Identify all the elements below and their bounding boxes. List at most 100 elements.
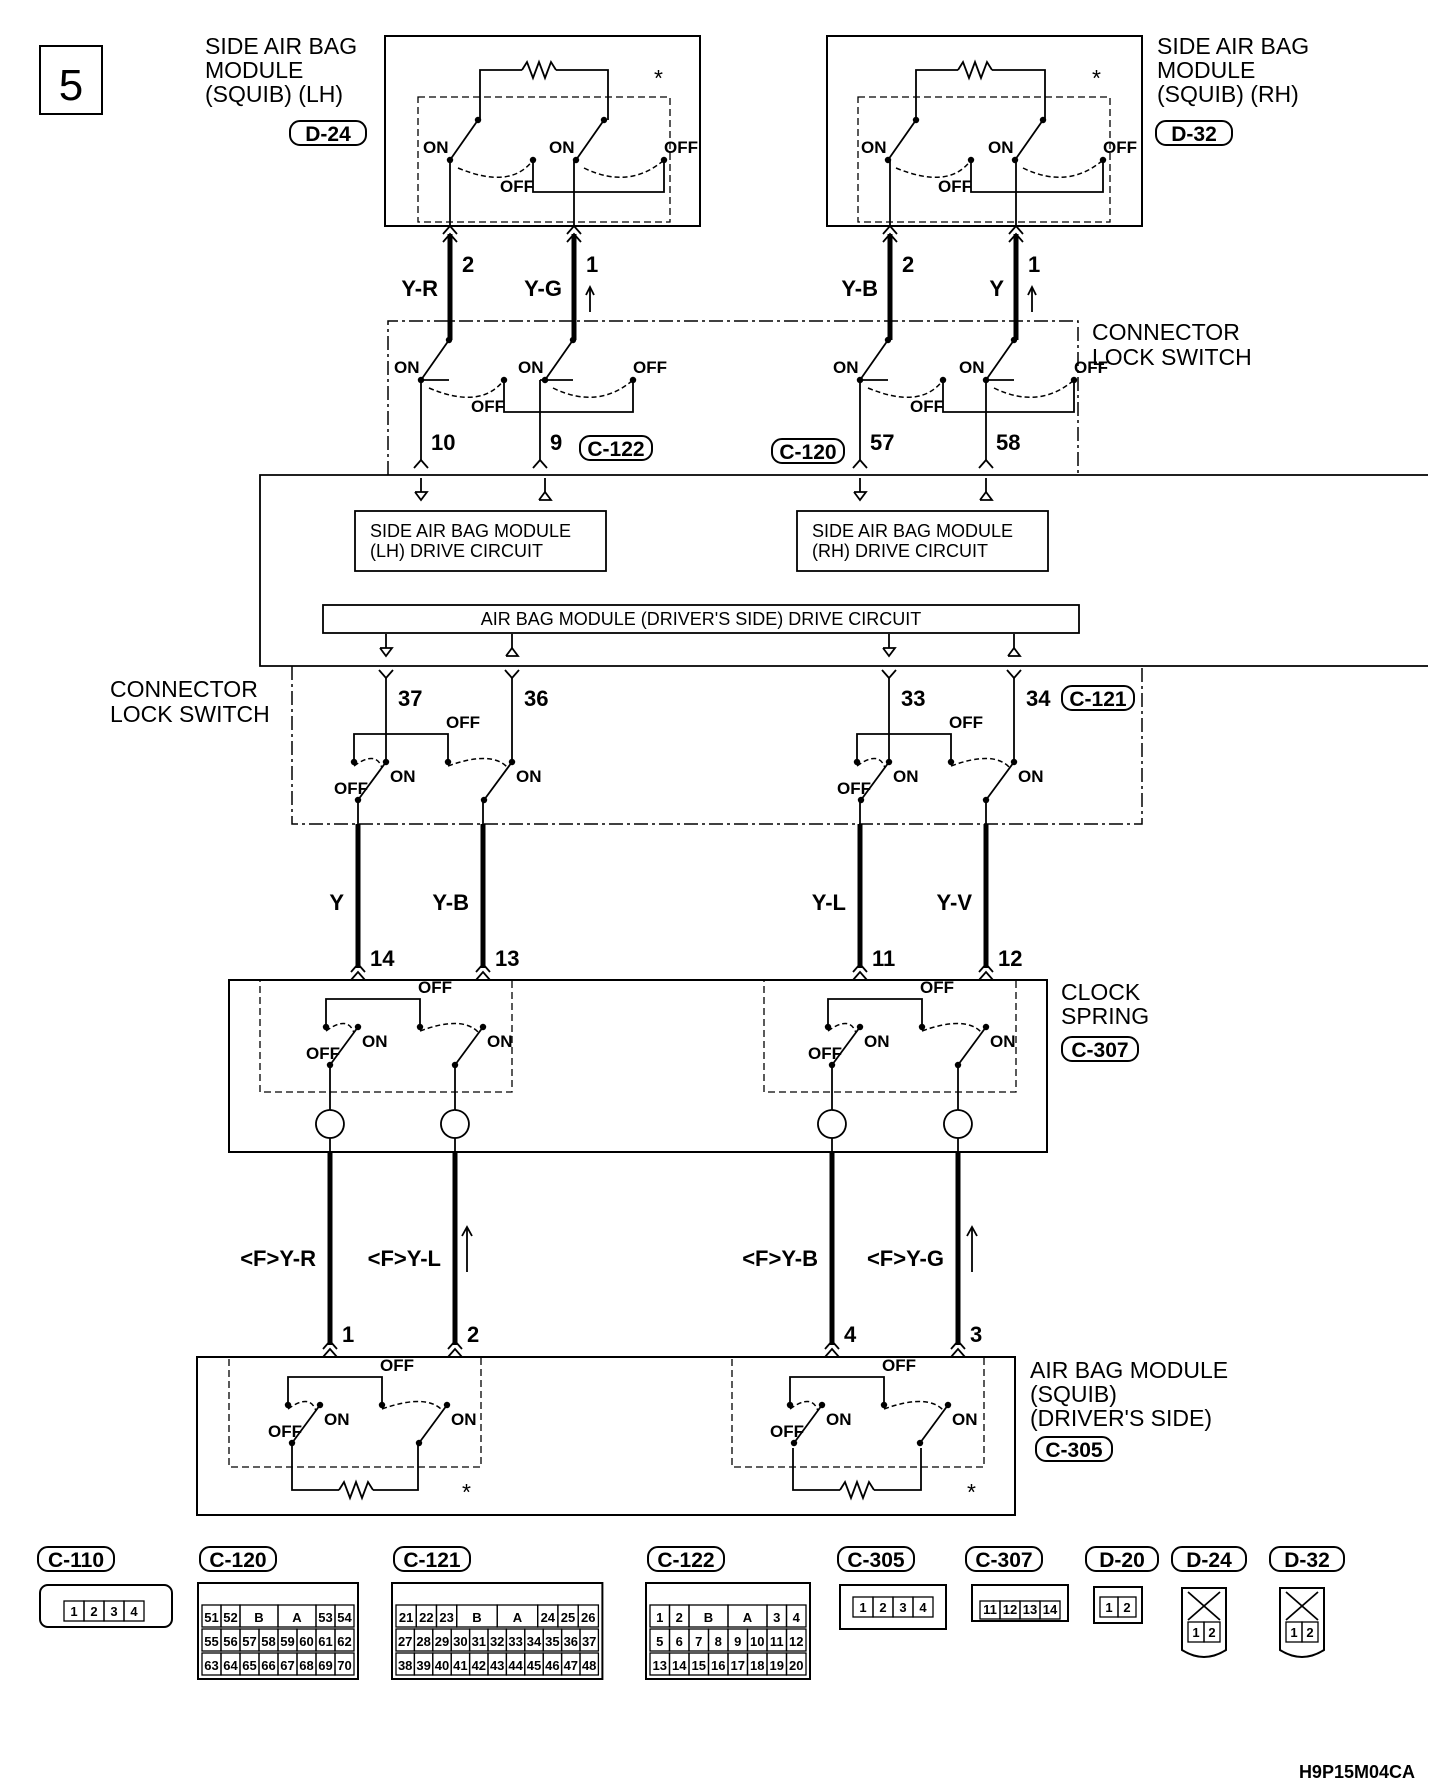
connector-pin-label: 63 [204,1658,218,1673]
squib-connector-housing [1279,1587,1325,1658]
junction-dot [790,1439,798,1447]
connector-pin-label: 10 [750,1634,764,1649]
connector-arrow [978,962,994,973]
wire-color-label: Y [329,890,344,915]
connector-pin-label: 1 [859,1600,866,1615]
connector-arrow [950,1339,966,1350]
connector-arrow [475,970,491,981]
pin-number: 1 [342,1322,354,1347]
ecu-signal-arrow-up [1007,646,1022,657]
lh-drive-circuit-label-1: SIDE AIR BAG MODULE [370,521,571,541]
lock-upper-lh-switch-blade [544,339,574,381]
lock-upper-lh-off-arc [552,379,634,399]
grid-connector-housing [391,1582,604,1680]
page-number-box [39,45,103,115]
connector-arrow [852,970,868,981]
junction-dot [786,1401,794,1409]
srs-ecu: SIDE AIR BAG MODULE (LH) DRIVE CIRCUIT S… [259,474,1428,667]
ecu-signal-arrow-up [979,490,994,501]
junction-dot [853,758,861,766]
connector-pin-label: 46 [545,1658,559,1673]
clock-lh-switch-blade [329,1026,359,1066]
c307-tag-frame [1061,1036,1139,1062]
sab-rh-switch-blade [1014,119,1044,161]
connector-pin-label: 24 [541,1610,556,1625]
driver-lh-off-arc [381,1400,444,1412]
d32-connector-tag-frame [1155,120,1233,146]
c121-tag: C-121 [1069,688,1127,711]
connector-pin-cell [785,1652,807,1676]
sab-rh-label-3: (SQUIB) (RH) [1157,81,1299,107]
connector-pin-label: 35 [545,1634,559,1649]
sab-lh-off-arc [457,159,534,179]
connector-pin-label: B [472,1610,481,1625]
connector-arrow [882,224,898,235]
driver-lh-off-label: OFF [380,1356,414,1375]
d20-housing [1093,1586,1143,1624]
connector-pin-label: 44 [508,1658,523,1673]
ecu-pin-fork [881,669,897,680]
connector-pin-label: 47 [564,1658,578,1673]
wire-color-label: <F>Y-R [240,1246,316,1271]
sab-rh-off-label: OFF [1103,138,1137,157]
connector-pin-label: 66 [261,1658,275,1673]
sab-rh-off-label: OFF [938,177,972,196]
clock-spring-coil [817,1109,847,1139]
lock-upper-rh-switch-blade [985,339,1015,381]
junction-dot [629,376,637,384]
clock-lh-off-arc [419,1022,480,1034]
junction-dot [947,758,955,766]
connector-pin-label: 4 [919,1600,927,1615]
lock-lower-rh-off-label: OFF [949,713,983,732]
connector-pin-label: 2 [1306,1625,1313,1640]
junction-dot [918,1023,926,1031]
lock-upper-lh-short-bar [503,380,634,413]
connector-pin-label: 55 [204,1634,218,1649]
c122-tag: C-122 [587,438,644,461]
side-airbag-module-lh: SIDE AIR BAG MODULE (SQUIB) (LH) D-24 * [205,33,701,227]
driver-drive-circuit-box [322,604,1080,634]
junction-dot [529,156,537,164]
connector-view-tag-frame [393,1546,471,1572]
connector-pin-label: 57 [242,1634,256,1649]
clock-spring-label-1: CLOCK [1061,979,1141,1005]
ecu-pin-number: 57 [870,430,894,455]
c307-tag: C-307 [1071,1039,1128,1062]
junction-dot [378,1401,386,1409]
driver-lh-on-label: ON [324,1410,350,1429]
connector-pin-cell [912,1596,934,1618]
connector-pin-label: 11 [770,1634,784,1649]
squib-cross [1187,1591,1221,1621]
driver-asterisk-b: * [967,1479,976,1505]
connector-pin-label: 39 [416,1658,430,1673]
side-airbag-module-rh: SIDE AIR BAG MODULE (SQUIB) (RH) D-32 * [826,33,1309,227]
clock-spring: CLOCK SPRING C-307 [228,979,1149,1153]
srs-ecu-outline [259,474,1428,667]
lower-lock-switch-label-2: LOCK SWITCH [110,701,270,727]
upper-lock-switch-label-2: LOCK SWITCH [1092,344,1252,370]
ecu-pin-fork [978,458,994,469]
connector-pin-label: 33 [508,1634,522,1649]
connector-pin-label: 2 [879,1600,886,1615]
junction-dot [350,758,358,766]
ecu-signal-arrow-down [853,491,868,502]
lock-upper-rh-off-arc [867,379,944,399]
lock-lower-rh-switch-blade [860,761,890,801]
clock-rh-off-label: OFF [920,978,954,997]
lower-connector-lock-switch: CONNECTOR LOCK SWITCH C-121 [110,666,1143,825]
wire-color-label: <F>Y-G [867,1246,944,1271]
driver-squib-resistor-b [839,1479,875,1501]
driver-rh-on-label: ON [826,1410,852,1429]
current-arrow-head [966,1225,978,1237]
connector-pin-label: 56 [223,1634,237,1649]
clock-lh-on-label: ON [487,1032,513,1051]
connector-pin-label: 1 [70,1604,77,1619]
connector-pin-label: 34 [527,1634,542,1649]
connector-pin-cell [334,1652,355,1676]
c307-housing [971,1584,1069,1622]
driver-lh-off-arc [287,1400,317,1412]
driver-lh-on-label: ON [451,1410,477,1429]
sab-rh-asterisk: * [1092,65,1101,91]
connector-pin-label: 20 [789,1658,803,1673]
driver-rh-off-label: OFF [882,1356,916,1375]
